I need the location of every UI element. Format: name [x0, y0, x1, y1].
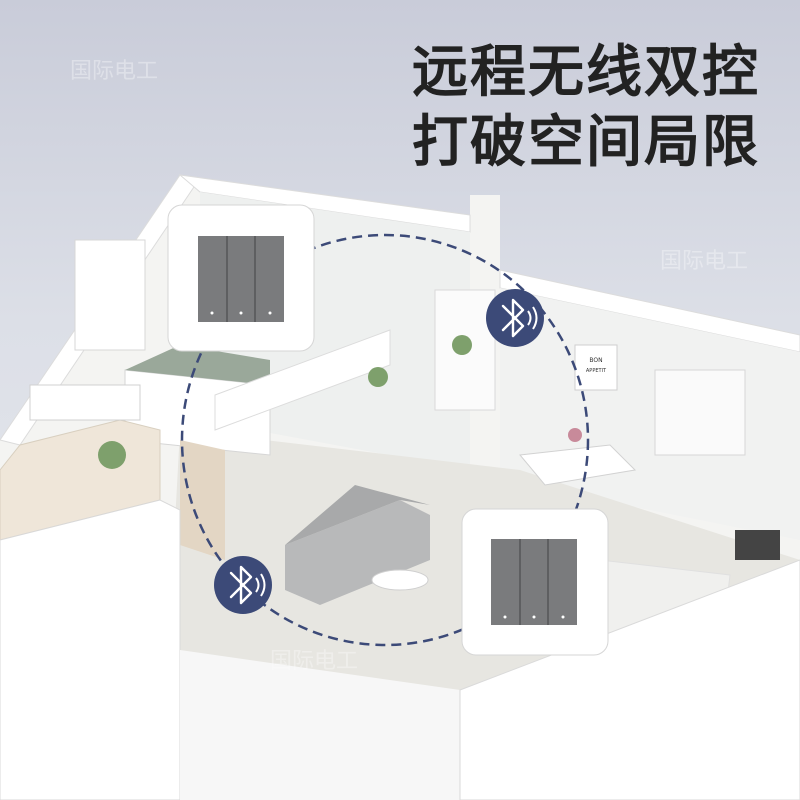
front-wall-bottom — [180, 650, 460, 800]
sofa — [285, 500, 430, 605]
switch-indicator — [268, 311, 272, 315]
headline: 远程无线双控 打破空间局限 — [412, 38, 760, 178]
watermark: 国际电工 — [270, 649, 358, 674]
smart-switch-top — [167, 204, 315, 352]
switch-panel — [198, 236, 284, 322]
plant-left — [98, 441, 126, 469]
switch-indicator — [532, 615, 536, 619]
watermark: 国际电工 — [70, 649, 158, 674]
wall-shelf — [29, 384, 141, 421]
switch-indicator — [210, 311, 214, 315]
headline-line-1: 远程无线双控 — [412, 40, 760, 105]
watermark: 国际电工 — [680, 701, 768, 726]
plant-balcony — [452, 335, 472, 355]
bedroom-window — [74, 239, 146, 351]
bluetooth-icon — [214, 556, 272, 614]
outer-wall-right — [499, 269, 800, 353]
wall-poster — [574, 344, 618, 391]
switch-indicator — [561, 615, 565, 619]
stove — [735, 530, 780, 560]
watermark: 国际电工 — [660, 249, 748, 274]
poster-text-1: BON — [589, 357, 602, 364]
bed-blanket — [125, 345, 270, 385]
dining-table — [519, 444, 637, 486]
bluetooth-icon — [486, 289, 544, 347]
coffee-table — [371, 569, 429, 591]
dining-window — [654, 369, 746, 456]
watermark: 国际电工 — [70, 59, 158, 84]
wireless-link-circle — [180, 233, 590, 647]
wood-panel — [180, 440, 225, 560]
front-wall-right — [459, 559, 800, 800]
smart-switch-bottom — [461, 508, 609, 656]
switch-indicator — [503, 615, 507, 619]
partition-wall — [214, 329, 391, 431]
sofa-back — [285, 485, 430, 545]
switch-indicator — [239, 311, 243, 315]
headline-line-2: 打破空间局限 — [412, 110, 760, 175]
switch-panel — [491, 539, 577, 625]
poster-text-2: APPETIT — [586, 368, 607, 374]
plant-partition — [368, 367, 388, 387]
flowers-dining — [568, 428, 582, 442]
